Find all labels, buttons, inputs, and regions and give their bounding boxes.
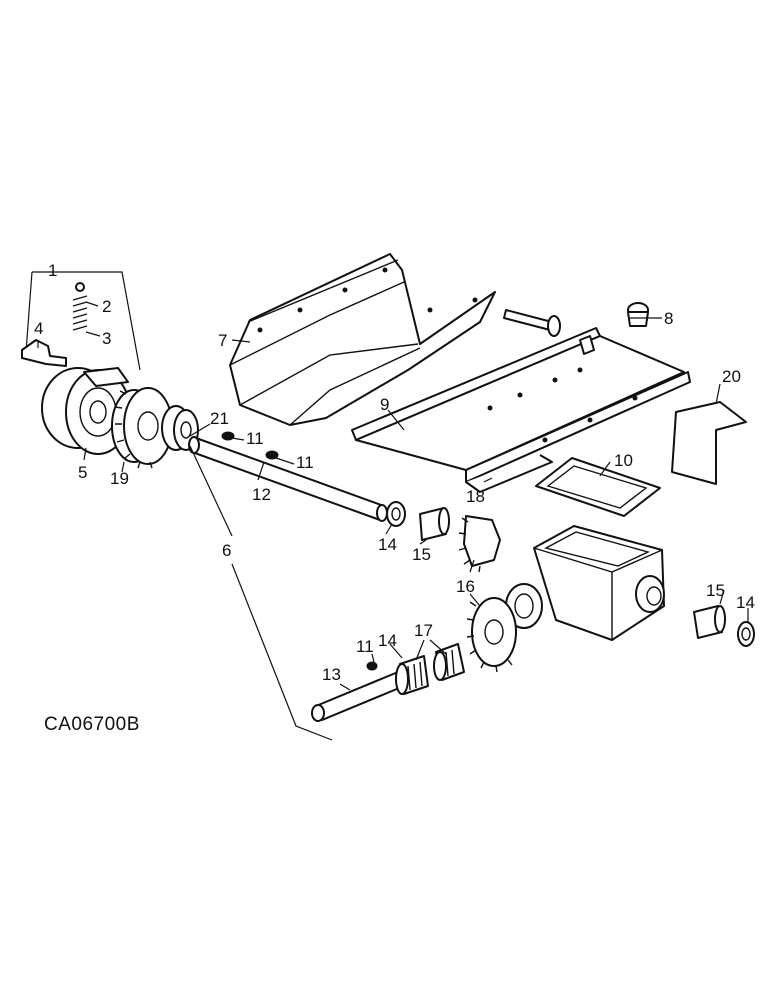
callout-10: 10 — [614, 451, 633, 470]
callout-7: 7 — [218, 331, 227, 350]
callout-19: 19 — [110, 469, 129, 488]
callout-labels: 1 2 3 4 5 19 21 11 11 12 6 7 8 9 10 18 2… — [34, 261, 755, 735]
frame-channel — [351, 309, 747, 493]
callout-14-lower: 14 — [378, 631, 397, 650]
gasket — [535, 457, 661, 517]
callout-21: 21 — [210, 409, 229, 428]
diagram-code: CA06700B — [44, 714, 140, 735]
callout-6: 6 — [222, 541, 231, 560]
leader-lines — [37, 301, 749, 741]
callout-12: 12 — [252, 485, 271, 504]
callout-1: 1 — [48, 261, 57, 280]
cover-shield — [229, 253, 496, 426]
callout-8: 8 — [664, 309, 673, 328]
callout-16-upper: 16 — [456, 577, 475, 596]
callout-20: 20 — [722, 367, 741, 386]
callout-9: 9 — [380, 395, 389, 414]
callout-11-middle: 11 — [296, 453, 314, 472]
gearbox-housing — [505, 525, 665, 641]
callout-11-lower: 11 — [356, 637, 374, 656]
bushings-and-washers — [386, 501, 755, 647]
callout-17: 17 — [414, 621, 433, 640]
callout-15-upper: 15 — [412, 545, 431, 564]
callout-3: 3 — [102, 329, 111, 348]
callout-2: 2 — [102, 297, 111, 316]
callout-14-upper: 14 — [378, 535, 397, 554]
callout-11-upper: 11 — [246, 429, 264, 448]
grease-fitting — [627, 302, 649, 327]
callout-18: 18 — [466, 487, 485, 506]
callout-13: 13 — [322, 665, 341, 684]
callout-4: 4 — [34, 319, 43, 338]
callout-14-right: 14 — [736, 593, 755, 612]
callout-5: 5 — [78, 463, 87, 482]
callout-15-right: 15 — [706, 581, 725, 600]
bevel-gears — [458, 515, 517, 673]
lower-shaft — [311, 643, 465, 722]
clutch-assembly — [21, 271, 199, 469]
